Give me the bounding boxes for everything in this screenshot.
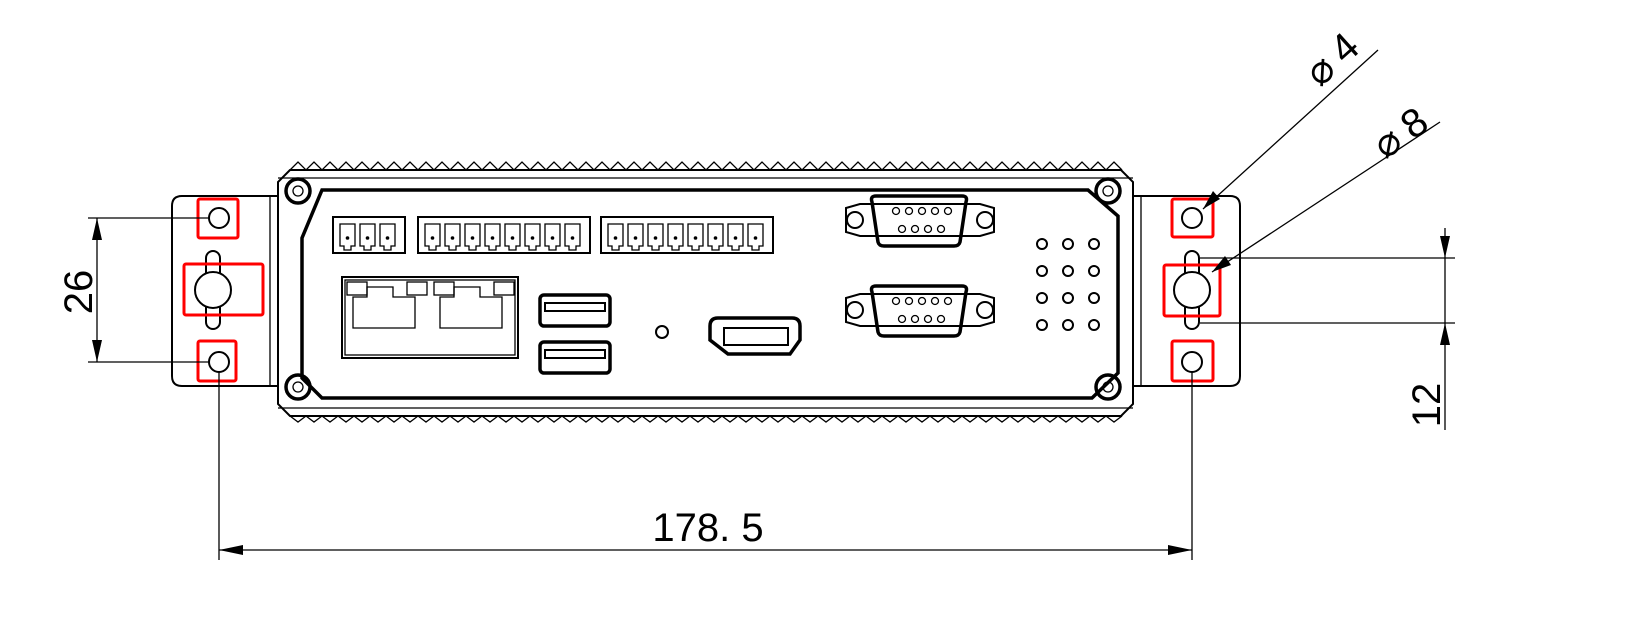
pin [910, 224, 920, 234]
pin [891, 206, 901, 216]
vent-hole [1062, 319, 1074, 331]
vent-hole [1036, 265, 1048, 277]
dimension-label-178-5: 178. 5 [652, 506, 763, 550]
vent-hole [1062, 265, 1074, 277]
keyhole-slot [1173, 250, 1211, 330]
pin [897, 314, 907, 324]
leader-diameter-8: ⌀ 8 [1211, 99, 1441, 273]
vent-holes [1036, 238, 1100, 331]
vent-hole [1062, 292, 1074, 304]
dimension-label-12: 12 [1405, 383, 1449, 428]
vent-hole [1036, 319, 1048, 331]
left-mounting-bracket [171, 195, 278, 387]
pin [930, 206, 940, 216]
db9-connector [845, 194, 995, 248]
dimension-178-5: 178. 5 [218, 372, 1193, 560]
vent-hole [1036, 238, 1048, 250]
pin [917, 206, 927, 216]
pin [936, 224, 946, 234]
pin [897, 224, 907, 234]
screw-icon [284, 373, 312, 401]
terminal-block [417, 216, 591, 254]
vent-hole [1062, 238, 1074, 250]
pin [930, 296, 940, 306]
hdmi-port [708, 316, 802, 356]
vent-hole [1036, 292, 1048, 304]
pin [891, 296, 901, 306]
mounting-holes [194, 207, 1211, 373]
front-panel [300, 188, 1120, 400]
vent-hole [1088, 265, 1100, 277]
dimension-label-26: 26 [57, 270, 101, 315]
serial-ports [845, 194, 995, 338]
screw-icon [1094, 177, 1122, 205]
device-body [277, 161, 1134, 423]
pin [923, 224, 933, 234]
screw-icon [1094, 373, 1122, 401]
dimension-26: 26 [57, 217, 210, 363]
usb-ports [538, 293, 612, 375]
ethernet-ports [341, 276, 519, 359]
pin [917, 296, 927, 306]
leader-diameter-4: ⌀ 4 [1202, 24, 1379, 210]
vent-hole [1088, 238, 1100, 250]
terminal-blocks [332, 216, 774, 254]
terminal-block [600, 216, 774, 254]
right-mounting-bracket [1133, 195, 1241, 387]
dimension-12: 12 [1200, 228, 1455, 430]
pin [936, 314, 946, 324]
pin [910, 314, 920, 324]
keyhole-slot [194, 250, 232, 330]
pin [904, 206, 914, 216]
pin [923, 314, 933, 324]
pin [904, 296, 914, 306]
db9-connector [845, 284, 995, 338]
terminal-block [332, 216, 406, 254]
pin [943, 206, 953, 216]
vent-hole [1088, 319, 1100, 331]
pin [943, 296, 953, 306]
vent-hole [1088, 292, 1100, 304]
screw-icon [284, 177, 312, 205]
led-indicator [655, 325, 669, 339]
